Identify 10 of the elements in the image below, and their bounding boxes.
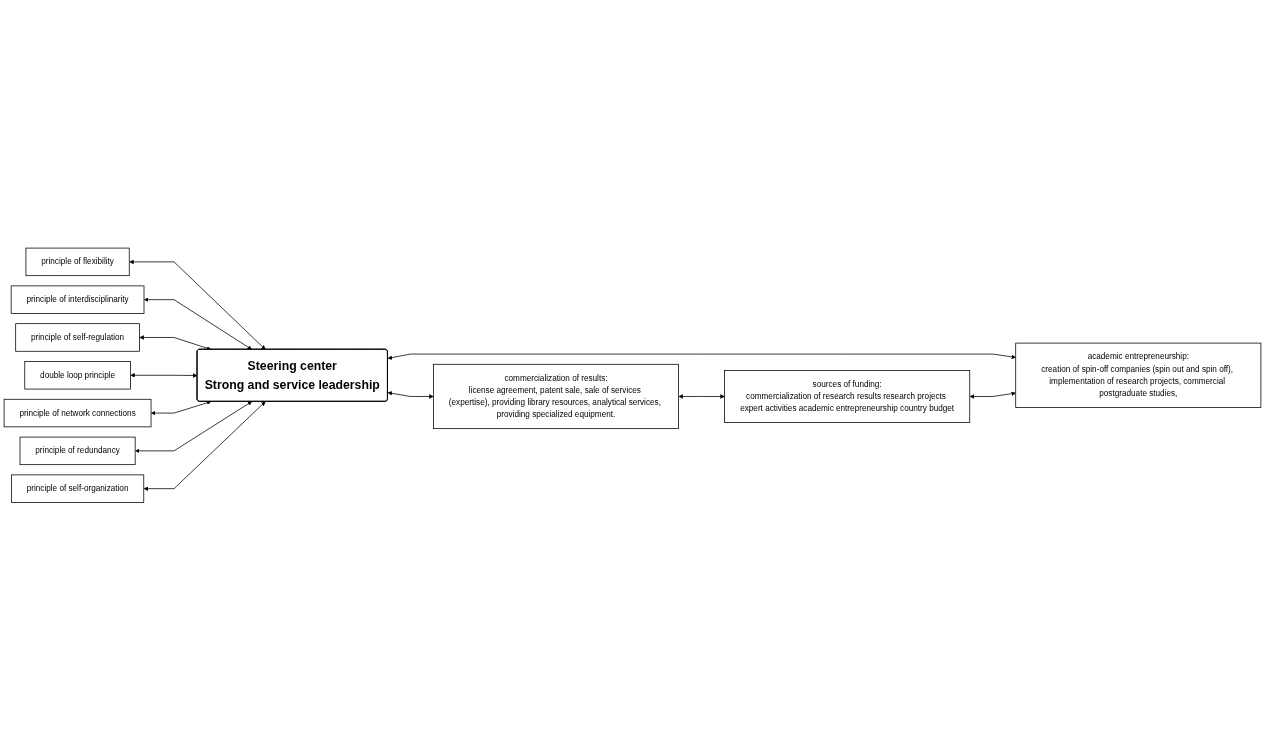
node-box: double loop principle: [24, 361, 131, 390]
node-box: principle of flexibility: [25, 247, 130, 277]
node-box: academic entrepreneurship: creation of spin-off companies (spin out and spin off), implementation of research projects, commercial postgraduate studies,: [1015, 342, 1262, 409]
node-box: commercialization of results: license agreement, patent sale, sale of services (expertise), providing library resources, analytical services, providing specialized equipment.: [433, 364, 679, 430]
node-box: principle of self-regulation: [15, 323, 140, 352]
node-box: sources of funding: commercialization of research results research projects expert activities academic entrepreneurship country budget: [724, 370, 971, 424]
node-box: principle of network connections: [3, 399, 152, 428]
node-box: principle of interdisciplinarity: [10, 285, 145, 315]
node-box: principle of redundancy: [19, 436, 136, 466]
node-box: principle of self-organization: [11, 474, 145, 504]
